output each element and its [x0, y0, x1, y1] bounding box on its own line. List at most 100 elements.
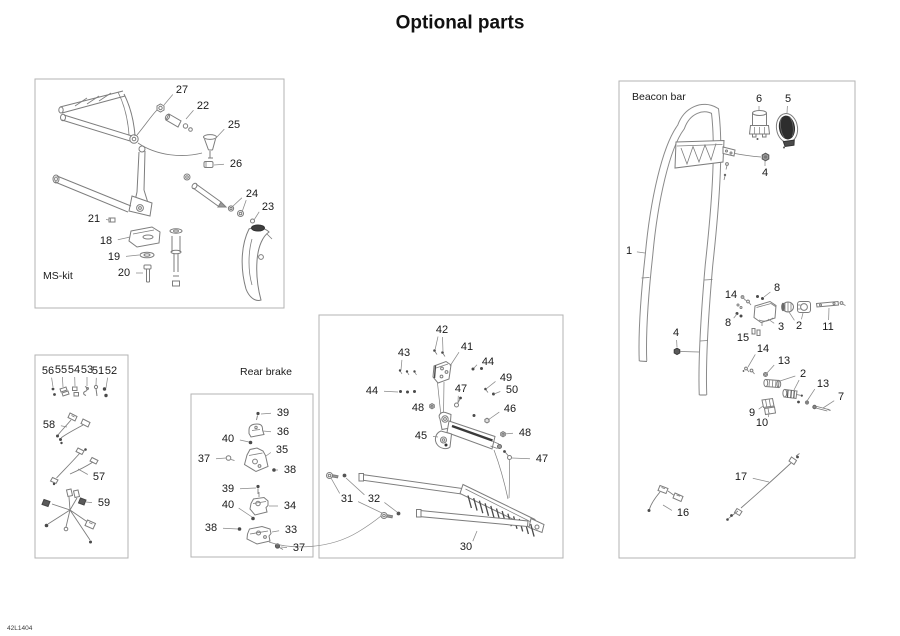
callout-35: 35 — [276, 444, 288, 456]
ball-joint — [203, 134, 217, 140]
callout-14: 14 — [757, 343, 769, 355]
harness-kit-drawing — [41, 384, 108, 544]
leader-line — [429, 405, 433, 408]
lower-clamp-hardware — [742, 366, 831, 416]
callout-56: 56 — [42, 365, 54, 377]
leader-line — [51, 377, 54, 388]
leader-line — [330, 477, 341, 494]
leader-line — [105, 377, 108, 389]
callout-41: 41 — [461, 341, 473, 353]
callout-22: 22 — [197, 100, 209, 112]
tie-rod — [192, 183, 222, 207]
leader-line — [763, 291, 771, 298]
beacon-light — [775, 113, 799, 148]
callout-1: 1 — [626, 245, 632, 257]
leader-line — [163, 94, 174, 106]
callout-15: 15 — [737, 332, 749, 344]
leader-line — [779, 375, 796, 382]
callout-2: 2 — [800, 368, 806, 380]
leader-line — [752, 477, 770, 483]
rake-tooth — [473, 497, 478, 511]
steering-knuckle — [241, 226, 270, 301]
leader-line — [185, 110, 194, 120]
callout-4: 4 — [762, 167, 768, 179]
leader-line — [511, 457, 531, 460]
callout-44: 44 — [482, 356, 494, 368]
callout-5: 5 — [785, 93, 791, 105]
rear-brake-drawing — [225, 411, 382, 550]
leader-line — [747, 354, 756, 368]
steering-clamp — [128, 226, 161, 248]
extension-cable — [49, 447, 99, 486]
callout-50: 50 — [506, 384, 518, 396]
callout-20: 20 — [118, 267, 130, 279]
leader-line — [222, 527, 239, 530]
leader-line — [768, 411, 770, 418]
rake-tooth — [490, 505, 495, 519]
leader-line — [502, 432, 514, 435]
callout-14: 14 — [725, 289, 737, 301]
callout-25: 25 — [228, 119, 240, 131]
leader-line — [485, 381, 496, 390]
cross-panel-link-line — [268, 515, 382, 548]
callout-40: 40 — [222, 433, 234, 445]
rake-frame — [358, 473, 545, 537]
leader-line — [472, 530, 478, 542]
rake-tooth — [467, 495, 473, 509]
callout-13: 13 — [778, 355, 790, 367]
callout-48: 48 — [412, 402, 424, 414]
leader-line — [384, 502, 398, 513]
leader-line — [271, 530, 280, 533]
callout-27: 27 — [176, 84, 188, 96]
callout-48: 48 — [519, 427, 531, 439]
callout-2: 2 — [796, 320, 802, 332]
leader-line — [822, 400, 835, 409]
box-harness-kit — [34, 354, 129, 559]
leader-line — [733, 313, 738, 319]
document-code: 42L1404 — [7, 625, 33, 632]
adapter-harness — [56, 412, 91, 445]
callout-39: 39 — [277, 407, 289, 419]
callout-11: 11 — [822, 321, 833, 333]
callout-21: 21 — [88, 213, 100, 225]
callout-43: 43 — [398, 347, 410, 359]
callout-8: 8 — [774, 282, 780, 294]
box-ms-kit — [34, 78, 285, 309]
callout-10: 10 — [756, 417, 768, 429]
beacon-bar-drawing — [638, 103, 846, 521]
callout-47: 47 — [536, 453, 548, 465]
scraper-drawing — [326, 349, 545, 537]
callout-32: 32 — [368, 493, 380, 505]
brake-bracket — [248, 423, 265, 438]
callout-45: 45 — [415, 430, 427, 442]
leader-line — [239, 439, 250, 443]
leader-line — [241, 199, 247, 213]
box-label-beacon-bar: Beacon bar — [632, 91, 686, 103]
callout-52: 52 — [105, 365, 117, 377]
callout-39: 39 — [222, 483, 234, 495]
leader-line — [357, 501, 383, 514]
callout-37: 37 — [293, 542, 305, 554]
callout-19: 19 — [108, 251, 120, 263]
callout-9: 9 — [749, 407, 755, 419]
leader-line — [213, 163, 225, 166]
leader-line — [62, 376, 64, 388]
callout-51: 51 — [92, 365, 104, 377]
frame-bushing — [58, 106, 64, 114]
leader-line — [238, 507, 253, 518]
lever-bracket — [249, 496, 269, 516]
leader-line — [215, 457, 227, 460]
box-scraper — [318, 314, 564, 559]
leader-line — [636, 251, 646, 254]
upper-clamp-hardware — [735, 295, 846, 336]
leader-line — [260, 412, 272, 415]
callout-18: 18 — [100, 235, 112, 247]
box-beacon-bar — [618, 80, 856, 559]
leader-line — [788, 311, 795, 321]
leader-line — [801, 312, 804, 320]
multi-branch-harness — [41, 488, 97, 544]
rake-tooth — [530, 523, 535, 537]
